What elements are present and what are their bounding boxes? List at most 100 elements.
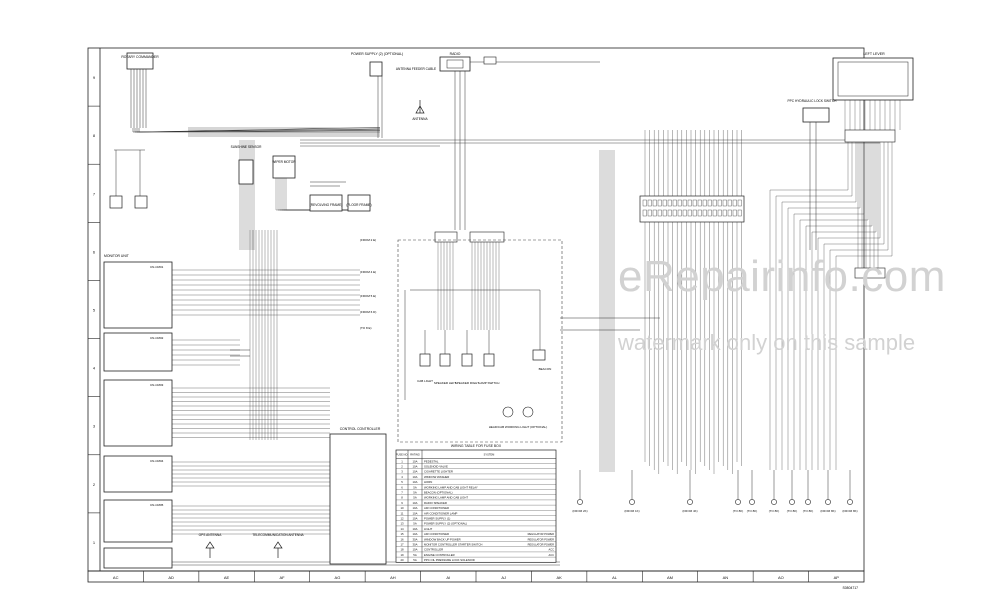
bottom-ref: (FROM 2K)	[572, 509, 587, 513]
bottom-zone-label: AG	[335, 575, 341, 580]
connector-block	[434, 231, 458, 243]
fuse-no: 16	[400, 537, 404, 541]
terminal	[847, 499, 853, 505]
pin	[667, 199, 672, 207]
fuse-rating: 10A	[413, 517, 418, 521]
fuse-system: POWER SUPPLY (2) (OPTIONAL)	[424, 522, 467, 526]
left-zone-label: 4	[93, 366, 96, 371]
fuse-system: WINDOW BACK UP POWER	[424, 537, 461, 541]
pin	[657, 199, 662, 207]
pin	[727, 209, 732, 217]
wiper-label: WIPER MOTOR	[272, 160, 296, 164]
pin	[722, 199, 727, 207]
fuse-no: 3	[401, 470, 403, 474]
gps-antenna: GPS ANTENNA	[199, 533, 223, 558]
left-zone-label: 8	[93, 133, 96, 138]
pin	[687, 209, 692, 217]
fuse-note: REGULATOR POWER	[528, 532, 555, 536]
telecom-label: TELECOMMUNICATION ANTENNA	[252, 533, 304, 537]
fuse-no: 2	[401, 465, 403, 469]
bottom-ref: (FROM 8K)	[820, 509, 835, 513]
bottom-zone-label: AE	[224, 575, 230, 580]
pin	[652, 199, 657, 207]
pin	[682, 209, 687, 217]
wire	[817, 142, 881, 470]
pin	[647, 209, 652, 217]
antenna-block: ANTENNA FEEDER CABLE ANTENNA	[396, 67, 436, 121]
fuse-system: WORKING LAMP AND CAB LIGHT	[424, 496, 468, 500]
footer-code: S0804717	[843, 586, 859, 590]
left-zone-label: 7	[93, 191, 96, 196]
pin	[712, 199, 717, 207]
fuse-rating: 10A	[413, 532, 418, 536]
fuse-no: 20	[400, 558, 404, 562]
fuse-no: 15	[400, 532, 404, 536]
lamp-switch-label: LAMP SWITCH	[479, 381, 500, 385]
fuse-system: CIGARETTE LIGHTER	[424, 470, 453, 474]
control-controller: CONTROL CONTROLLER	[329, 427, 387, 565]
pin	[692, 209, 697, 217]
lamp-icon-2	[522, 406, 534, 418]
pin	[722, 209, 727, 217]
terminal	[629, 499, 635, 505]
fuse-note: REGULATOR POWER	[528, 543, 555, 547]
ref-2: (FROM 5 E)	[360, 294, 376, 298]
fuse-no: 19	[400, 553, 404, 557]
ref-0: (FROM 2 E)	[360, 238, 376, 242]
left-lever-label: LEFT LEVER	[863, 52, 885, 56]
fuse-rating: 10A	[413, 506, 418, 510]
lamp-icon-1	[502, 406, 514, 418]
bottom-ref: (FROM 1K)	[624, 509, 639, 513]
bottom-zone-label: AM	[667, 575, 673, 580]
bottom-zone-label: AL	[612, 575, 618, 580]
wiper-motor: WIPER MOTOR	[272, 155, 296, 179]
fuse-connector	[483, 56, 497, 65]
pin	[707, 199, 712, 207]
cab-light-label: CAB LIGHT	[417, 379, 433, 383]
fuse-no: 14	[400, 527, 404, 531]
fuse-rating: 5A	[413, 558, 417, 562]
fuse-note: ACC	[549, 553, 555, 557]
fuse-rating: 5A	[413, 522, 417, 526]
connector-cm03: CN-CM03	[150, 383, 164, 387]
connector-cm04: CN-CM04	[150, 459, 164, 463]
pin	[732, 199, 737, 207]
bottom-zone-label: AJ	[501, 575, 506, 580]
left-zone-label: 6	[93, 249, 96, 254]
bottom-zone-label: AP	[834, 575, 840, 580]
speaker-left-label: SPEAKER LEFT	[434, 381, 457, 385]
left-zone-label: 3	[93, 424, 96, 429]
sunshine-label: SUNSHINE SENSOR	[231, 145, 263, 149]
pin	[662, 209, 667, 217]
pin	[702, 199, 707, 207]
bottom-ref: (TO 8K)	[787, 509, 798, 513]
ref-1: (FROM 4 E)	[360, 270, 376, 274]
ppc-lock-label: PPC HYDRAULIC LOCK SWITCH	[788, 99, 838, 103]
wire	[138, 127, 381, 133]
fuse-system: CONTROLLER	[424, 548, 443, 552]
gps-label: GPS ANTENNA	[199, 533, 223, 537]
terminal	[805, 499, 811, 505]
fuse-system: AIR CONDITIONER	[424, 506, 449, 510]
wire	[134, 128, 381, 133]
left-zone-label: 5	[93, 308, 96, 313]
pin	[727, 199, 732, 207]
frame-grounds: (REVOLVING FRAME) (FLOOR FRAME)	[309, 194, 372, 212]
fuse-no: 13	[400, 522, 404, 526]
power-supply-label: POWER SUPPLY (2) (OPTIONAL)	[351, 52, 403, 56]
connector-block	[844, 129, 896, 143]
head-light-label: HEAD/CAB WORKING LIGHT (OPTIONAL)	[489, 425, 547, 429]
bottom-zone-label: AN	[723, 575, 729, 580]
pin	[642, 209, 647, 217]
gps-antenna-icon	[205, 541, 215, 558]
fuse-system: ENGINE CONTROLLER	[424, 553, 455, 557]
fuse-system: WINDOW WASHER	[424, 475, 449, 479]
fuse-note: ACC	[549, 548, 555, 552]
fuse-no: 12	[400, 517, 404, 521]
bottom-zone-label: AO	[778, 575, 784, 580]
pin	[647, 199, 652, 207]
fuse-rating: 10A	[413, 465, 418, 469]
